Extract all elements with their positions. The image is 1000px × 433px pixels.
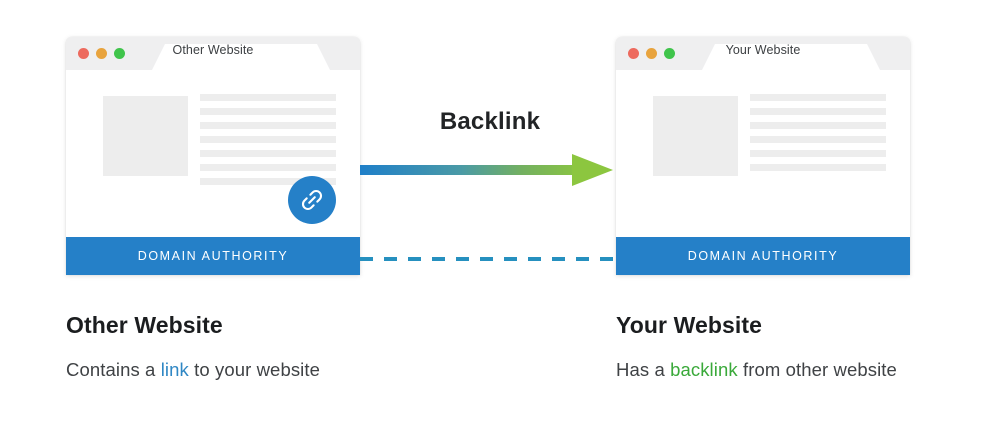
browser-window-your-website: Your Website DOMAIN AUTHORITY — [616, 37, 910, 275]
browser-tab-other-website[interactable] — [152, 44, 330, 70]
thumbnail-placeholder — [653, 96, 738, 176]
thumbnail-placeholder — [103, 96, 188, 176]
text-line — [750, 164, 886, 171]
caption-text-before: Contains a — [66, 359, 161, 380]
text-line-placeholders — [750, 94, 886, 171]
page-viewport-your-website — [616, 70, 910, 237]
maximize-dot-icon[interactable] — [664, 48, 675, 59]
caption-text-after: to your website — [188, 359, 321, 380]
browser-titlebar: Your Website — [616, 37, 910, 70]
minimize-dot-icon[interactable] — [96, 48, 107, 59]
text-line — [750, 136, 886, 143]
page-viewport-other-website — [66, 70, 360, 237]
text-line — [750, 94, 886, 101]
link-icon[interactable] — [288, 176, 336, 224]
text-line-placeholders — [200, 94, 336, 185]
text-line — [750, 108, 886, 115]
caption-description: Has a backlink from other website — [616, 359, 996, 381]
caption-description: Contains a link to your website — [66, 359, 446, 381]
text-line — [200, 122, 336, 129]
domain-authority-dashed-connector — [360, 257, 616, 261]
caption-highlight-link[interactable]: link — [160, 359, 189, 380]
browser-tab-your-website[interactable] — [702, 44, 880, 70]
caption-text-after: from other website — [737, 359, 897, 380]
text-line — [200, 136, 336, 143]
caption-text-before: Has a — [616, 359, 671, 380]
browser-titlebar: Other Website — [66, 37, 360, 70]
traffic-light-buttons — [78, 48, 125, 59]
maximize-dot-icon[interactable] — [114, 48, 125, 59]
minimize-dot-icon[interactable] — [646, 48, 657, 59]
traffic-light-buttons — [628, 48, 675, 59]
caption-other-website: Other Website Contains a link to your we… — [66, 312, 446, 381]
text-line — [200, 150, 336, 157]
text-line — [200, 178, 336, 185]
backlink-arrow-label: Backlink — [439, 108, 541, 135]
domain-authority-bar-your-website: DOMAIN AUTHORITY — [616, 237, 910, 275]
close-dot-icon[interactable] — [628, 48, 639, 59]
domain-authority-label: DOMAIN AUTHORITY — [687, 249, 839, 263]
caption-heading: Other Website — [66, 312, 223, 338]
caption-your-website: Your Website Has a backlink from other w… — [616, 312, 996, 381]
text-line — [200, 94, 336, 101]
domain-authority-label: DOMAIN AUTHORITY — [137, 249, 289, 263]
text-line — [200, 108, 336, 115]
close-dot-icon[interactable] — [78, 48, 89, 59]
browser-tab-label: Other Website — [172, 43, 254, 57]
caption-heading: Your Website — [616, 312, 763, 338]
browser-tab-label: Your Website — [725, 43, 801, 57]
text-line — [750, 150, 886, 157]
domain-authority-bar-other-website: DOMAIN AUTHORITY — [66, 237, 360, 275]
backlink-arrow-icon — [360, 154, 613, 186]
caption-highlight-backlink[interactable]: backlink — [670, 359, 738, 380]
text-line — [750, 122, 886, 129]
browser-window-other-website: Other Website — [66, 37, 360, 275]
text-line — [200, 164, 336, 171]
